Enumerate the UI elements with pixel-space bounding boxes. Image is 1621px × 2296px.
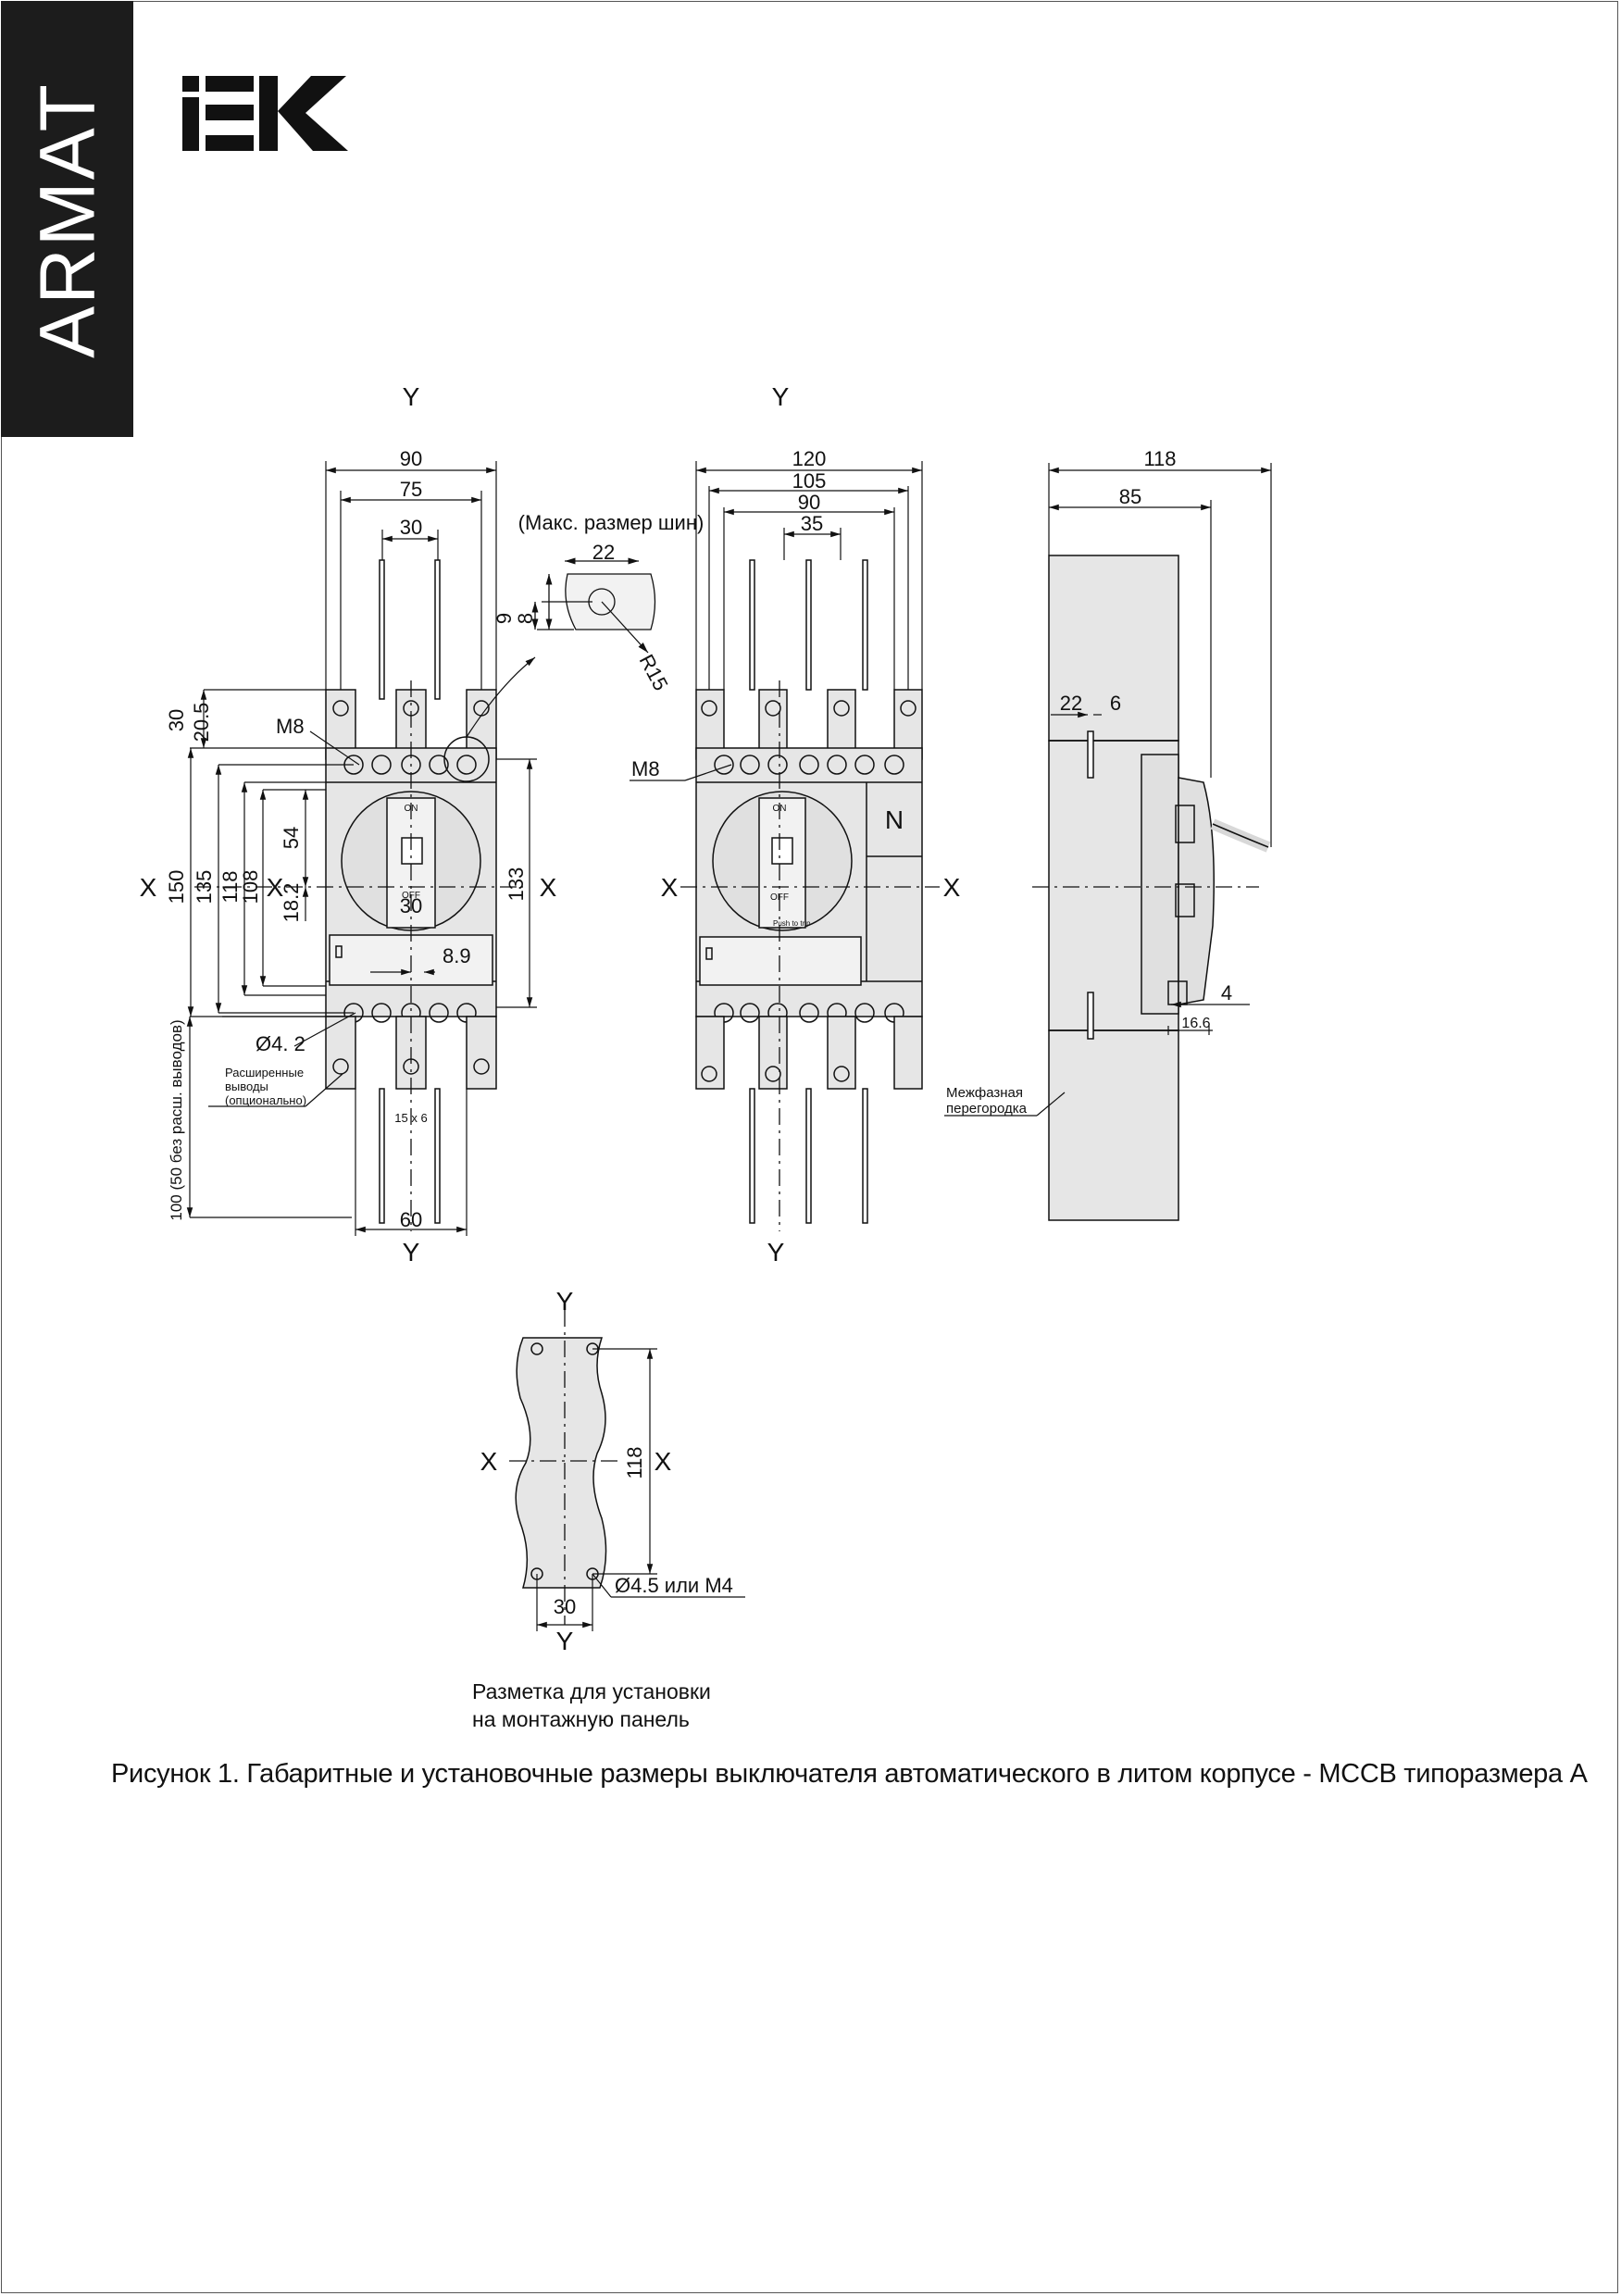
dim-22-side: 22 — [1060, 692, 1082, 715]
dims-side — [944, 463, 1272, 1117]
switch-on-4p: ON — [773, 804, 787, 814]
dims-mount — [536, 1348, 745, 1631]
bus-h9: 9 — [493, 613, 516, 624]
axis-x-right-3p: X — [540, 873, 557, 902]
axis-x-left-4p: X — [661, 873, 679, 902]
neutral-n: N — [885, 805, 904, 834]
ext-note-3: (опционально) — [225, 1093, 306, 1107]
axis-x-right-mount: X — [655, 1447, 672, 1476]
side-view — [1048, 555, 1271, 1221]
axis-x-inner-3p: X — [267, 873, 284, 902]
bus-h8: 8 — [514, 613, 537, 624]
thread-m8-4p: M8 — [631, 757, 660, 780]
thread-m8-3p: M8 — [276, 715, 305, 738]
hole-d4-2: Ø4. 2 — [256, 1032, 305, 1055]
dim-4-side: 4 — [1221, 981, 1232, 1004]
dim-8-9: 8.9 — [443, 944, 471, 967]
busbar-detail — [531, 557, 656, 654]
switch-off-3p: OFF — [402, 891, 420, 901]
axis-y-bottom-4p: Y — [767, 1238, 785, 1267]
dim-35: 35 — [801, 512, 823, 535]
dim-118: 118 — [218, 870, 242, 903]
dim-30-top: 30 — [165, 709, 188, 731]
axes-mount — [509, 1310, 620, 1625]
dim-120: 120 — [792, 447, 827, 470]
dim-75: 75 — [400, 478, 422, 501]
axis-y-top-4p: Y — [772, 382, 790, 411]
axis-x-left-3p: X — [140, 873, 157, 902]
dim-30: 30 — [400, 516, 422, 539]
axis-y-top-3p: Y — [403, 382, 420, 411]
partition-note-1: Межфазная — [946, 1085, 1023, 1101]
mounting-caption-line-2: на монтажную панель — [472, 1707, 690, 1731]
front-view-4p — [695, 559, 923, 1224]
dim-108: 108 — [239, 870, 262, 905]
dim-118-side: 118 — [1143, 447, 1176, 470]
dims-view-3p — [186, 461, 537, 1236]
brand-bar: ARMAT — [1, 1, 133, 437]
dim-150: 150 — [165, 870, 188, 905]
mount-height-118: 118 — [623, 1446, 646, 1479]
mounting-pattern — [515, 1337, 607, 1589]
dim-54: 54 — [280, 827, 303, 849]
axis-y-bottom-mount: Y — [556, 1627, 574, 1655]
figure-caption: Рисунок 1. Габаритные и установочные раз… — [111, 1759, 1588, 1789]
axis-x-left-mount: X — [480, 1447, 498, 1476]
mount-hole: Ø4.5 или М4 — [615, 1574, 733, 1597]
dim-90-4p: 90 — [798, 491, 820, 514]
ext-note-1: Расширенные — [225, 1066, 304, 1079]
partition-note-2: перегородка — [946, 1101, 1028, 1117]
dims-view-4p — [630, 461, 923, 781]
dim-135: 135 — [193, 870, 216, 905]
dim-105: 105 — [792, 469, 827, 493]
axes-view-4p — [680, 680, 940, 1231]
dim-16-6: 16.6 — [1181, 1016, 1210, 1031]
switch-off-4p: OFF — [770, 892, 789, 903]
bus-width-22: 22 — [592, 541, 615, 564]
axes-view-3p — [194, 680, 523, 1231]
dim-60: 60 — [400, 1208, 422, 1231]
bar-size-15x6: 15 x 6 — [394, 1111, 427, 1125]
bus-r15: R15 — [635, 651, 673, 694]
mounting-caption-line-1: Разметка для установки — [472, 1679, 711, 1703]
dim-85: 85 — [1119, 485, 1141, 508]
bus-note: (Макс. размер шин) — [518, 511, 705, 534]
iek-logo — [182, 76, 348, 151]
dim-133: 133 — [505, 867, 528, 902]
axis-y-top-mount: Y — [556, 1287, 574, 1316]
dim-90: 90 — [400, 447, 422, 470]
mount-width-30: 30 — [554, 1595, 576, 1618]
dim-18-2: 18.2 — [280, 883, 303, 923]
dim-30-center: 30 — [400, 894, 422, 917]
ext-note-2: выводы — [225, 1079, 268, 1093]
dim-100-ext: 100 (50 без расш. выводов) — [168, 1019, 185, 1220]
axis-y-bottom-3p: Y — [403, 1238, 420, 1267]
dim-20-5: 20.5 — [190, 703, 213, 742]
mounting-caption: Разметка для установки на монтажную пане… — [472, 1678, 711, 1733]
push-to-trip: Push to trip — [773, 919, 811, 928]
dim-6-side: 6 — [1110, 692, 1121, 715]
axis-x-right-4p: X — [943, 873, 961, 902]
switch-on-3p: ON — [405, 804, 418, 814]
